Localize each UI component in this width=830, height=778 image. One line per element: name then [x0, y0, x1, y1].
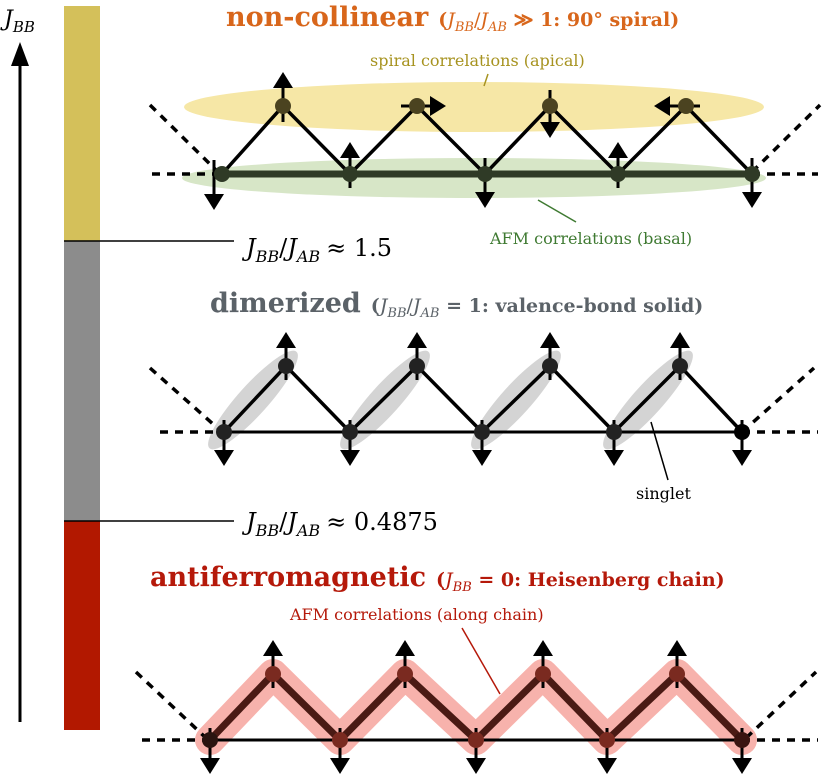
- singlet-annotation: singlet: [636, 484, 691, 503]
- bar-segment-antiferro: [64, 521, 100, 730]
- jbb-axis: JBB: [0, 7, 35, 722]
- antiferro-title: antiferromagnetic(JBB = 0: Heisenberg ch…: [150, 562, 725, 595]
- dimerized-title: dimerized(JBB/JAB = 1: valence-bond soli…: [210, 288, 703, 321]
- bar-segment-noncollinear: [64, 6, 100, 241]
- noncollinear-phase: non-collinear(JBB/JAB ≫ 1: 90° spiral) s…: [148, 2, 822, 248]
- dimerized-phase: dimerized(JBB/JAB = 1: valence-bond soli…: [148, 288, 818, 503]
- dashed-bond-right: [744, 670, 818, 740]
- apical-spins: [263, 640, 687, 688]
- afm-chain-annotation-leader: [461, 627, 501, 695]
- apical-spins: [276, 332, 690, 380]
- basal-annotation: AFM correlations (basal): [489, 229, 692, 248]
- threshold-lower-label: JBB/JAB≈ 0.4875: [241, 508, 438, 540]
- sites: [216, 358, 750, 440]
- phase-color-bar: [64, 6, 234, 730]
- dashed-bond-left: [148, 366, 224, 434]
- axis-arrowhead: [11, 42, 29, 66]
- dashed-bond-left: [148, 103, 220, 174]
- spiral-annotation-leader: [483, 73, 489, 87]
- noncollinear-title: non-collinear(JBB/JAB ≫ 1: 90° spiral): [226, 2, 679, 35]
- basal-annotation-leader: [537, 199, 577, 223]
- dashed-bond-left: [134, 670, 208, 740]
- bar-segment-dimerized: [64, 241, 100, 521]
- dashed-bond-right: [750, 103, 822, 174]
- singlet-annotation-leader: [650, 421, 669, 481]
- dashed-bond-right: [740, 366, 816, 434]
- afm-chain-annotation: AFM correlations (along chain): [289, 605, 544, 624]
- antiferro-phase: antiferromagnetic(JBB = 0: Heisenberg ch…: [134, 562, 818, 774]
- sites: [214, 98, 760, 182]
- spiral-correlation-ellipse: [184, 82, 764, 132]
- threshold-upper-label: JBB/JAB≈ 1.5: [241, 234, 392, 266]
- spin-down: [204, 160, 224, 210]
- axis-label: JBB: [0, 7, 35, 36]
- spiral-annotation: spiral correlations (apical): [370, 51, 585, 70]
- sites: [202, 666, 750, 748]
